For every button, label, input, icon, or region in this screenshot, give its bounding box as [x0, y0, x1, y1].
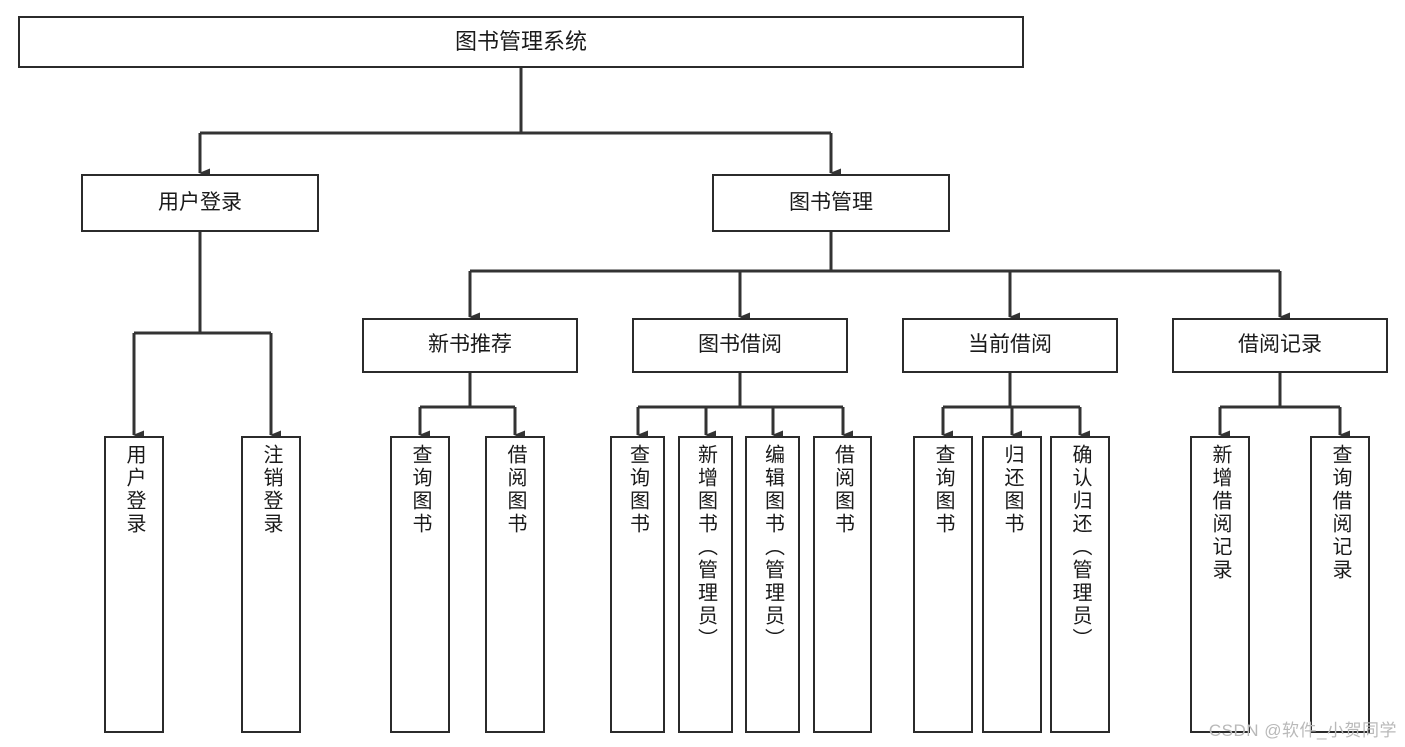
node-label-user-login: 用户登录: [158, 190, 242, 214]
node-new-book-rec[interactable]: 新书推荐: [362, 318, 578, 373]
node-label-book-borrow: 图书借阅: [698, 333, 782, 357]
node-label-leaf-user-logout: 注销登录: [260, 444, 282, 536]
node-leaf-user-logout[interactable]: 注销登录: [241, 436, 301, 733]
node-leaf-confirm-return[interactable]: 确认归还（管理员）: [1050, 436, 1110, 733]
node-label-leaf-query-book-3: 查询图书: [932, 444, 954, 536]
node-borrow-record[interactable]: 借阅记录: [1172, 318, 1388, 373]
node-label-leaf-borrow-book-2: 借阅图书: [831, 444, 854, 536]
watermark-text: CSDN @软件_小贺同学: [1208, 721, 1397, 740]
node-book-borrow[interactable]: 图书借阅: [632, 318, 848, 373]
node-leaf-borrow-book-1[interactable]: 借阅图书: [485, 436, 545, 733]
node-leaf-query-book-1[interactable]: 查询图书: [390, 436, 450, 733]
node-label-root: 图书管理系统: [454, 29, 587, 55]
node-book-manage[interactable]: 图书管理: [712, 174, 950, 232]
node-leaf-query-record[interactable]: 查询借阅记录: [1310, 436, 1370, 733]
node-leaf-user-login[interactable]: 用户登录: [104, 436, 164, 733]
connector-lines: [132, 68, 1350, 440]
node-label-leaf-add-record: 新增借阅记录: [1209, 444, 1231, 582]
node-label-leaf-query-book-1: 查询图书: [409, 444, 431, 536]
node-label-book-manage: 图书管理: [789, 190, 873, 214]
node-root[interactable]: 图书管理系统: [18, 16, 1024, 68]
node-leaf-add-record[interactable]: 新增借阅记录: [1190, 436, 1250, 733]
node-label-leaf-user-login: 用户登录: [123, 444, 145, 536]
node-leaf-edit-book[interactable]: 编辑图书（管理员）: [745, 436, 800, 733]
node-label-leaf-return-book: 归还图书: [1001, 444, 1023, 536]
node-leaf-query-book-2[interactable]: 查询图书: [610, 436, 665, 733]
node-user-login[interactable]: 用户登录: [81, 174, 319, 232]
node-leaf-query-book-3[interactable]: 查询图书: [913, 436, 973, 733]
node-leaf-add-book[interactable]: 新增图书（管理员）: [678, 436, 733, 733]
node-label-new-book-rec: 新书推荐: [428, 333, 512, 357]
node-label-current-borrow: 当前借阅: [968, 333, 1052, 357]
node-label-leaf-query-record: 查询借阅记录: [1329, 444, 1351, 582]
node-label-leaf-add-book: 新增图书（管理员）: [694, 444, 717, 651]
node-label-leaf-confirm-return: 确认归还（管理员）: [1069, 444, 1091, 651]
node-leaf-return-book[interactable]: 归还图书: [982, 436, 1042, 733]
node-label-borrow-record: 借阅记录: [1238, 333, 1322, 357]
node-leaf-borrow-book-2[interactable]: 借阅图书: [813, 436, 872, 733]
node-label-leaf-edit-book: 编辑图书（管理员）: [761, 444, 784, 651]
node-label-leaf-borrow-book-1: 借阅图书: [504, 444, 526, 536]
node-label-leaf-query-book-2: 查询图书: [626, 444, 649, 536]
node-current-borrow[interactable]: 当前借阅: [902, 318, 1118, 373]
